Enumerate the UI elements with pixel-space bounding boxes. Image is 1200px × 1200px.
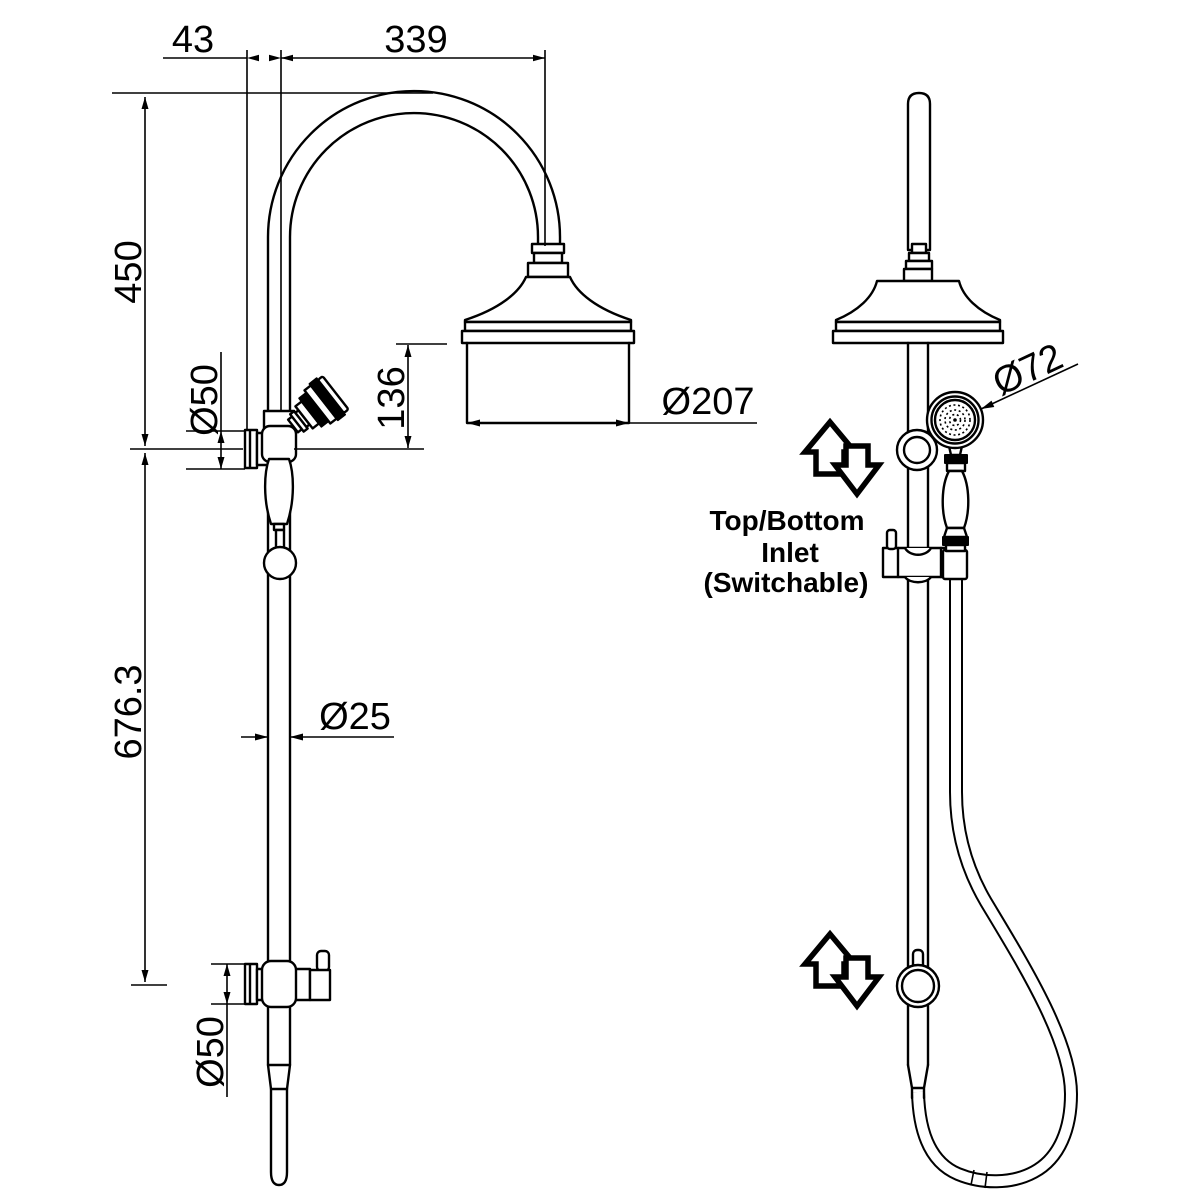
dim-top-bracket-diameter-text: Ø50 (184, 364, 226, 436)
dim-arm-drop: 450 (108, 92, 433, 450)
handset-holder-ring (895, 428, 939, 472)
dim-arm-reach: 339 (281, 19, 546, 246)
front-view (243, 89, 636, 1187)
shower-hose (911, 576, 1079, 1189)
handshower-side (941, 444, 970, 553)
dim-handset-diameter-text: Ø72 (987, 336, 1070, 404)
handshower-face (925, 390, 985, 450)
pipe-collar-2 (902, 267, 934, 283)
dim-wall-offset: 43 (163, 19, 282, 429)
inlet-note-line3: (Switchable) (704, 567, 869, 598)
hose-nut-ticks (970, 1169, 988, 1189)
handle-baluster (941, 469, 970, 530)
inlet-note: Top/Bottom Inlet (Switchable) (704, 505, 869, 598)
inlet-note-line2: Inlet (761, 537, 819, 568)
bottom-bracket-hub (260, 959, 298, 1009)
dim-rail-length-text: 676.3 (108, 664, 150, 759)
dim-head-depth: 136 (294, 343, 447, 450)
down-arrow-icon (829, 955, 885, 1011)
rail-front (266, 431, 292, 1067)
dim-head-depth-text: 136 (371, 366, 413, 429)
shower-head-bell-side (834, 279, 1002, 324)
shower-head-bell-front (463, 275, 633, 324)
dim-head-diameter-text: Ø207 (662, 381, 755, 423)
hose-outlet-front (266, 1063, 292, 1187)
dim-top-bracket-diameter: Ø50 (184, 352, 245, 470)
dim-rail-diameter: Ø25 (241, 696, 394, 741)
dim-arm-drop-text: 450 (108, 240, 150, 303)
dim-rail-length: 676.3 (108, 453, 167, 986)
handshower-handle-front (263, 457, 295, 526)
top-inlet-pipe (906, 91, 932, 252)
head-drum (465, 341, 631, 425)
head-rim-band-1 (463, 320, 633, 333)
dim-bottom-bracket-diameter: Ø50 (190, 963, 245, 1097)
handle-hose-connector (941, 548, 969, 581)
slider-knob-front (262, 545, 298, 581)
gooseneck-arm (266, 89, 562, 413)
dim-arm-reach-text: 339 (384, 19, 447, 61)
bottom-wall-bracket (243, 949, 332, 1009)
bottom-knob-side (895, 948, 941, 1009)
dim-rail-diameter-text: Ø25 (319, 696, 391, 738)
head-rim-band-2 (460, 329, 636, 345)
rail-taper-side (906, 1063, 930, 1100)
dim-bottom-bracket-diameter-text: Ø50 (190, 1016, 232, 1088)
slider-bracket-peg (885, 528, 898, 551)
bottom-bracket-endcap (308, 968, 332, 1002)
switch-direction-icon-top (799, 417, 885, 499)
dim-handset-diameter: Ø72 (980, 336, 1079, 410)
switch-direction-icon-bottom (799, 929, 885, 1011)
dimension-annotations: 43 339 450 676.3 Ø50 (108, 19, 1079, 1097)
down-arrow-icon (829, 443, 885, 499)
slider-stem-front (274, 528, 286, 550)
head-connector (526, 242, 570, 279)
side-view (799, 91, 1079, 1189)
bottom-bracket-peg (315, 949, 331, 973)
dim-head-diameter: Ø207 (467, 381, 757, 427)
top-bracket-hub (260, 424, 298, 464)
dim-wall-offset-text: 43 (172, 19, 214, 61)
handset-in-holder-front (286, 375, 349, 434)
inlet-note-line1: Top/Bottom (710, 505, 865, 536)
